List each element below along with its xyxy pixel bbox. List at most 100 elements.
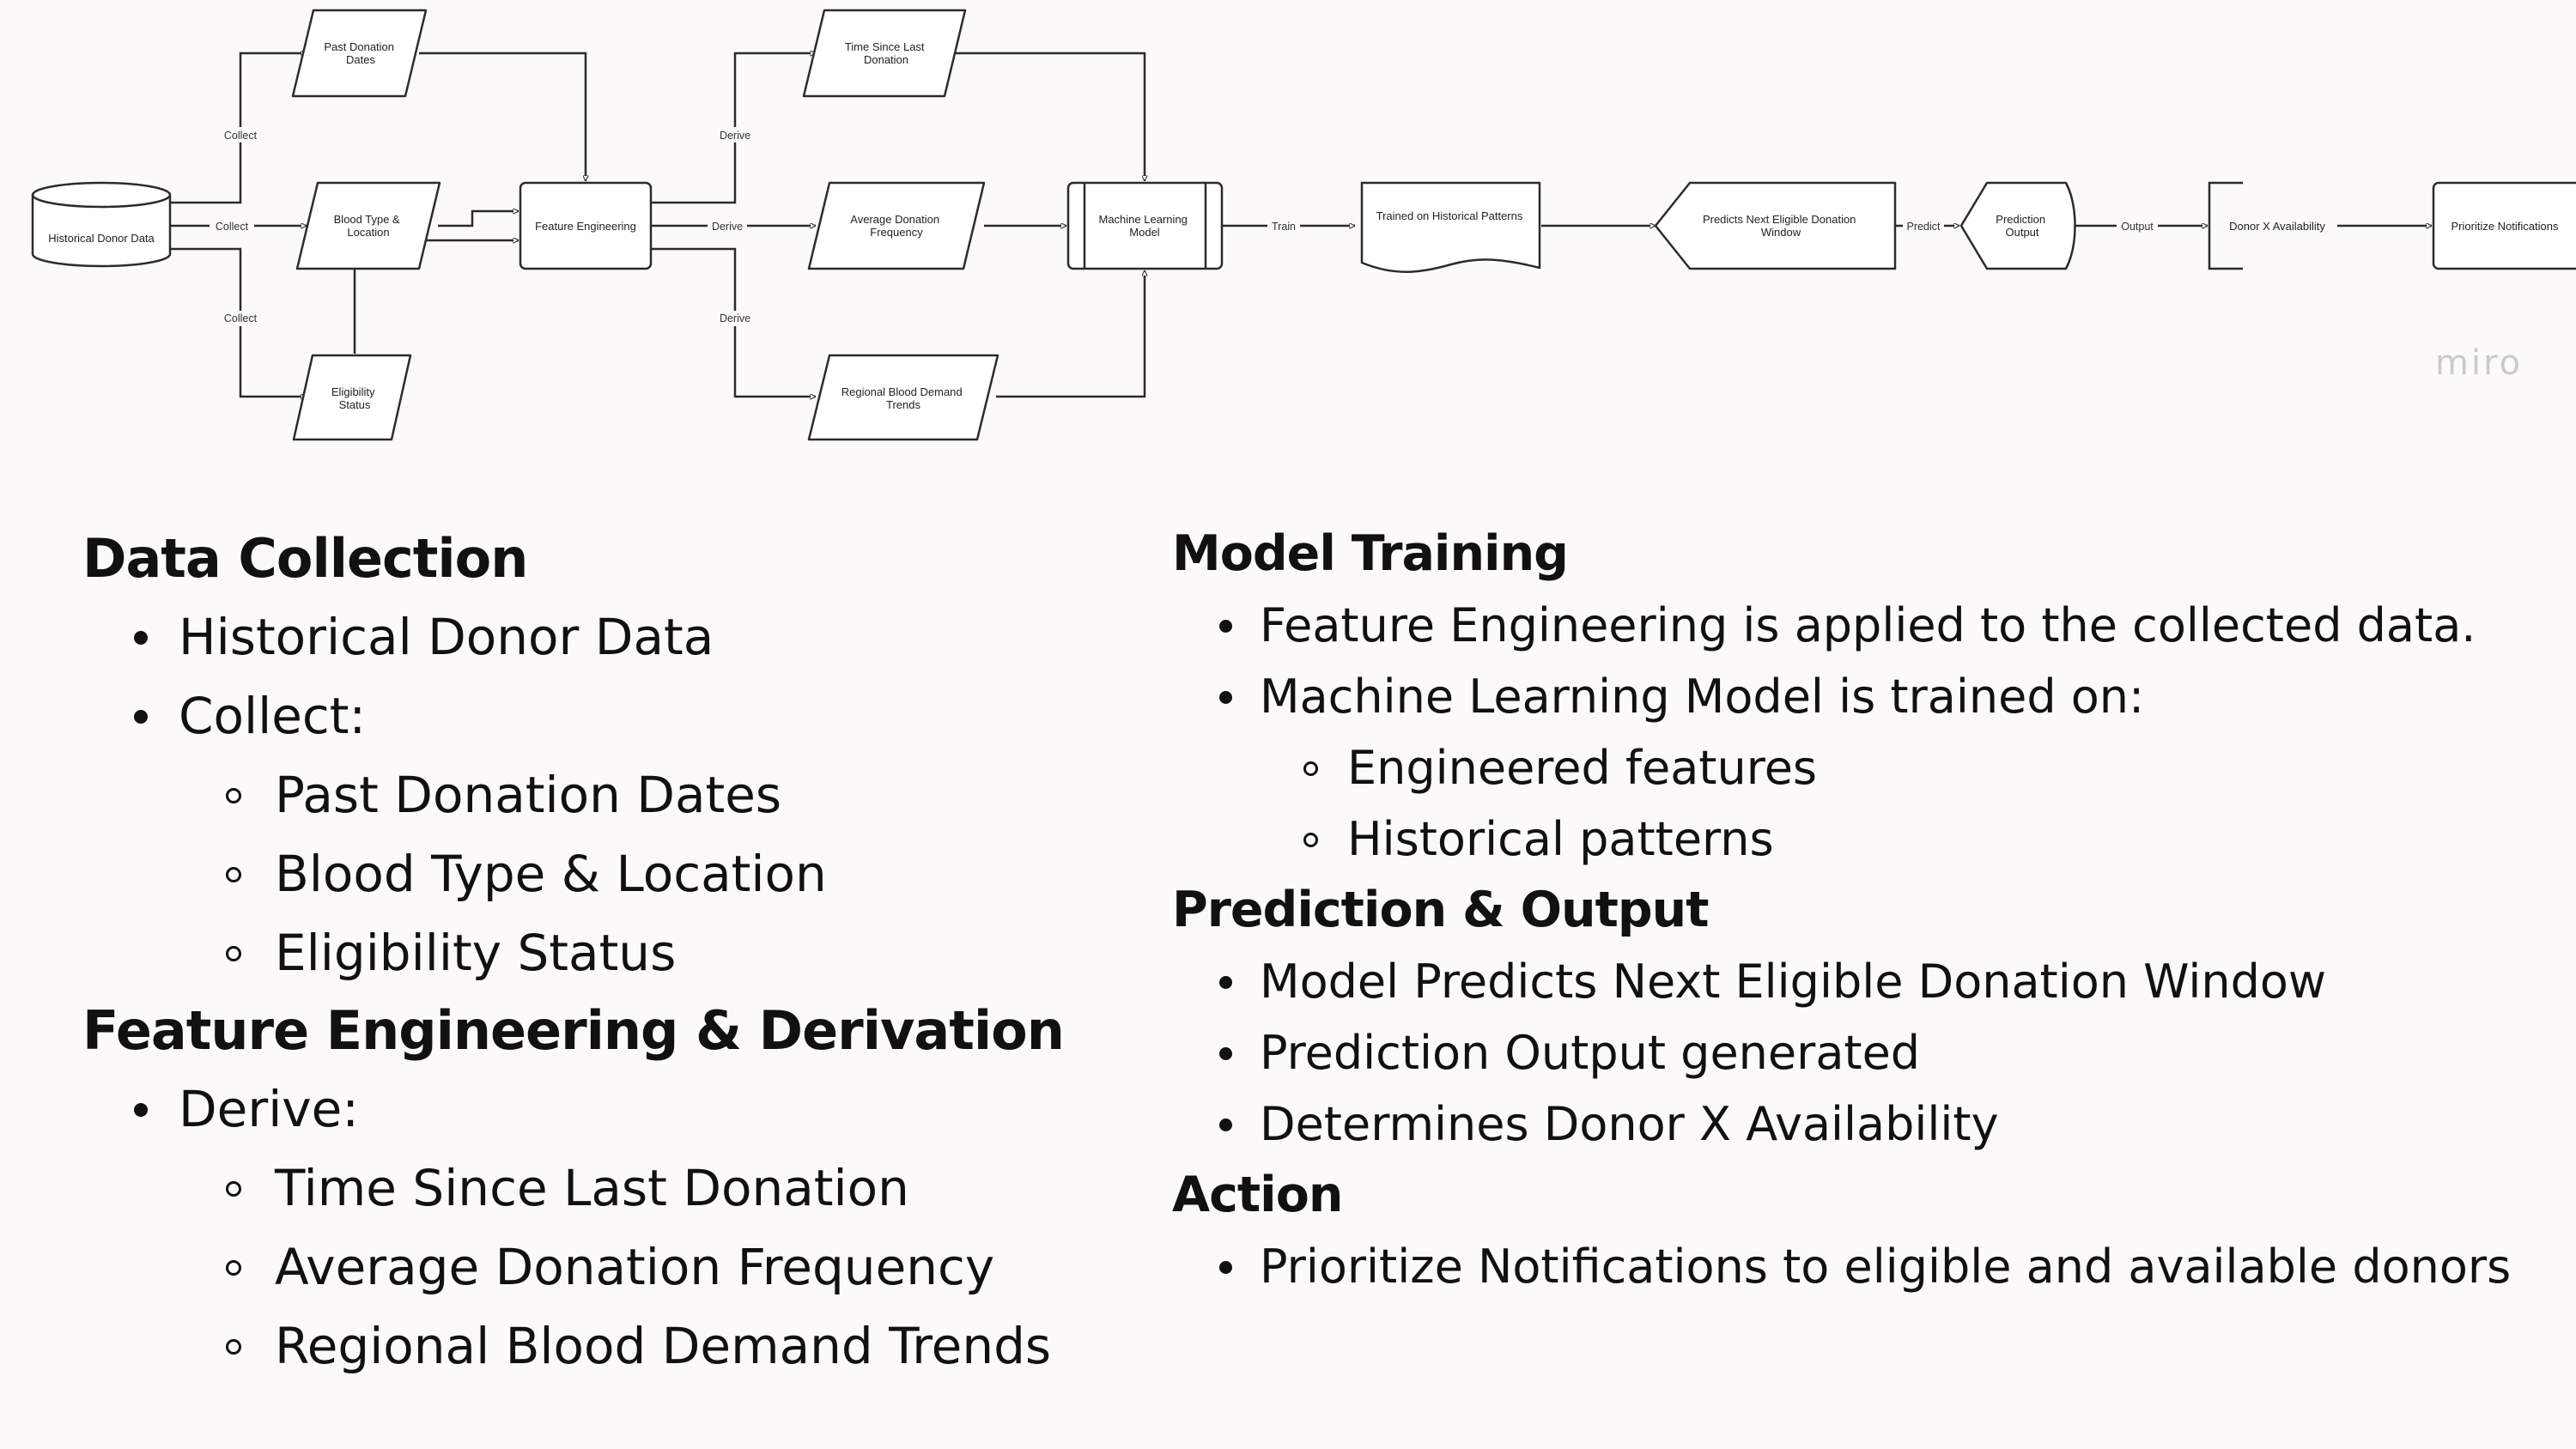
edge-label-predict: Predict <box>1907 221 1941 233</box>
section-model-training: Model Training Feature Engineering is ap… <box>1172 518 2572 875</box>
node-eligibility-status[interactable]: Eligibility Status <box>292 354 412 441</box>
node-label: Historical Donor Data <box>48 232 155 245</box>
bullet-circle-icon <box>226 1339 241 1355</box>
bullet-list: Historical Donor Data Collect: Past Dona… <box>82 597 1182 992</box>
bullet-dot-icon <box>1219 620 1232 633</box>
flow-diagram: Collect Collect Collect Derive Derive De… <box>31 9 2576 441</box>
bullet-text: Past Donation Dates <box>275 766 782 824</box>
node-label: Trained on Historical Patterns <box>1376 209 1523 222</box>
connector-past-dates-to-feature <box>419 52 586 181</box>
node-label: Feature Engineering <box>535 220 636 233</box>
node-prioritize-notifications[interactable]: Prioritize Notifications <box>2432 181 2576 270</box>
bullet-text: Eligibility Status <box>275 924 677 982</box>
node-predicts-next-eligible-window[interactable]: Predicts Next Eligible Donation Window <box>1654 181 1897 270</box>
bullet-dot-icon <box>1219 976 1232 989</box>
edge-label-collect: Collect <box>216 221 249 233</box>
sub-bullet-item: Time Since Last Donation <box>82 1149 1182 1228</box>
bullet-item: Prioritize Notifications to eligible and… <box>1172 1231 2572 1302</box>
bullet-text: Historical patterns <box>1347 812 1774 866</box>
left-column: Data Collection Historical Donor Data Co… <box>82 520 1182 1385</box>
node-past-donation-dates[interactable]: Past Donation Dates <box>291 9 428 98</box>
section-prediction-output: Prediction & Output Model Predicts Next … <box>1172 875 2572 1160</box>
section-action: Action Prioritize Notifications to eligi… <box>1172 1160 2572 1302</box>
sub-bullet-item: Regional Blood Demand Trends <box>82 1307 1182 1385</box>
section-feature-engineering-derivation: Feature Engineering & Derivation Derive:… <box>82 992 1182 1385</box>
bullet-text: Prediction Output generated <box>1260 1026 1921 1080</box>
bullet-text: Blood Type & Location <box>275 845 827 903</box>
node-regional-blood-demand-trends[interactable]: Regional Blood Demand Trends <box>807 354 999 441</box>
node-label: Time Since Last Donation <box>845 40 927 66</box>
bullet-list: Derive: Time Since Last Donation Average… <box>82 1070 1182 1385</box>
bullet-dot-icon <box>134 710 148 724</box>
bullet-text: Feature Engineering is applied to the co… <box>1260 598 2476 652</box>
section-heading: Model Training <box>1172 525 1569 582</box>
section-heading: Feature Engineering & Derivation <box>82 999 1065 1062</box>
node-blood-type-location[interactable]: Blood Type & Location <box>295 181 441 270</box>
node-label: Average Donation Frequency <box>850 213 942 239</box>
bullet-text: Prioritize Notifications to eligible and… <box>1260 1240 2512 1294</box>
bullet-text: Collect: <box>179 687 367 745</box>
bullet-text: Time Since Last Donation <box>275 1159 909 1217</box>
section-data-collection: Data Collection Historical Donor Data Co… <box>82 520 1182 992</box>
node-label: Machine Learning Model <box>1099 213 1191 239</box>
bullet-text: Historical Donor Data <box>179 608 714 666</box>
edge-label-collect: Collect <box>224 130 258 142</box>
bullet-dot-icon <box>1219 1261 1232 1274</box>
connector-blood-type-to-feature <box>438 211 519 227</box>
bullet-item: Feature Engineering is applied to the co… <box>1172 590 2572 661</box>
bullet-list: Feature Engineering is applied to the co… <box>1172 590 2572 875</box>
edge-label-output: Output <box>2121 221 2154 233</box>
sub-bullet-item: Average Donation Frequency <box>82 1228 1182 1307</box>
sub-bullet-item: Blood Type & Location <box>82 834 1182 913</box>
bullet-circle-icon <box>226 1260 241 1276</box>
bullet-circle-icon <box>226 788 241 803</box>
edge-labels: Collect Collect Collect Derive Derive De… <box>210 127 2158 326</box>
sub-bullet-item: Historical patterns <box>1172 803 2572 875</box>
edge-label-train: Train <box>1272 221 1296 233</box>
section-heading: Action <box>1172 1167 1343 1223</box>
edge-label-derive: Derive <box>712 221 743 233</box>
bullet-text: Model Predicts Next Eligible Donation Wi… <box>1260 955 2327 1009</box>
bullet-item: Collect: <box>82 676 1182 755</box>
bullet-circle-icon <box>1303 761 1318 776</box>
bullet-circle-icon <box>226 946 241 961</box>
sub-bullet-item: Engineered features <box>1172 732 2572 803</box>
miro-watermark: miro <box>2435 343 2524 383</box>
section-heading: Prediction & Output <box>1172 882 1710 938</box>
bullet-text: Derive: <box>179 1080 359 1138</box>
right-column: Model Training Feature Engineering is ap… <box>1172 518 2572 1302</box>
bullet-text: Engineered features <box>1347 741 1818 795</box>
edge-label-derive: Derive <box>720 130 750 142</box>
bullet-text: Machine Learning Model is trained on: <box>1260 670 2145 724</box>
bullet-circle-icon <box>226 1181 241 1197</box>
bullet-dot-icon <box>134 631 148 645</box>
node-average-donation-frequency[interactable]: Average Donation Frequency <box>807 181 986 270</box>
bullet-circle-icon <box>1303 833 1318 847</box>
node-label: Past Donation Dates <box>324 40 397 66</box>
bullet-item: Prediction Output generated <box>1172 1017 2572 1088</box>
bullet-circle-icon <box>226 867 241 882</box>
sub-bullet-item: Past Donation Dates <box>82 755 1182 834</box>
node-label: Prediction Output <box>1996 213 2048 239</box>
node-trained-on-historical-patterns[interactable]: Trained on Historical Patterns <box>1360 181 1541 273</box>
sub-bullet-item: Eligibility Status <box>82 913 1182 992</box>
bullet-dot-icon <box>1219 1119 1232 1131</box>
node-historical-donor-data[interactable]: Historical Donor Data <box>31 181 172 268</box>
node-machine-learning-model[interactable]: Machine Learning Model <box>1066 181 1224 270</box>
node-label: Eligibility Status <box>331 385 378 411</box>
node-label: Predicts Next Eligible Donation Window <box>1703 213 1859 239</box>
node-label: Donor X Availability <box>2229 220 2325 233</box>
node-feature-engineering[interactable]: Feature Engineering <box>519 181 653 270</box>
connector-regional-to-model <box>996 270 1145 398</box>
bullet-text: Determines Donor X Availability <box>1260 1097 1999 1151</box>
node-donor-x-availability[interactable]: Donor X Availability <box>2208 181 2325 270</box>
bullet-item: Model Predicts Next Eligible Donation Wi… <box>1172 946 2572 1017</box>
node-label: Blood Type & Location <box>334 213 404 239</box>
node-prediction-output[interactable]: Prediction Output <box>1959 181 2076 270</box>
edge-label-derive: Derive <box>720 312 750 324</box>
connector-time-since-to-model <box>954 52 1145 181</box>
node-time-since-last-donation[interactable]: Time Since Last Donation <box>802 9 967 98</box>
bullet-item: Machine Learning Model is trained on: <box>1172 661 2572 732</box>
section-heading: Data Collection <box>82 527 528 590</box>
bullet-item: Historical Donor Data <box>82 597 1182 676</box>
